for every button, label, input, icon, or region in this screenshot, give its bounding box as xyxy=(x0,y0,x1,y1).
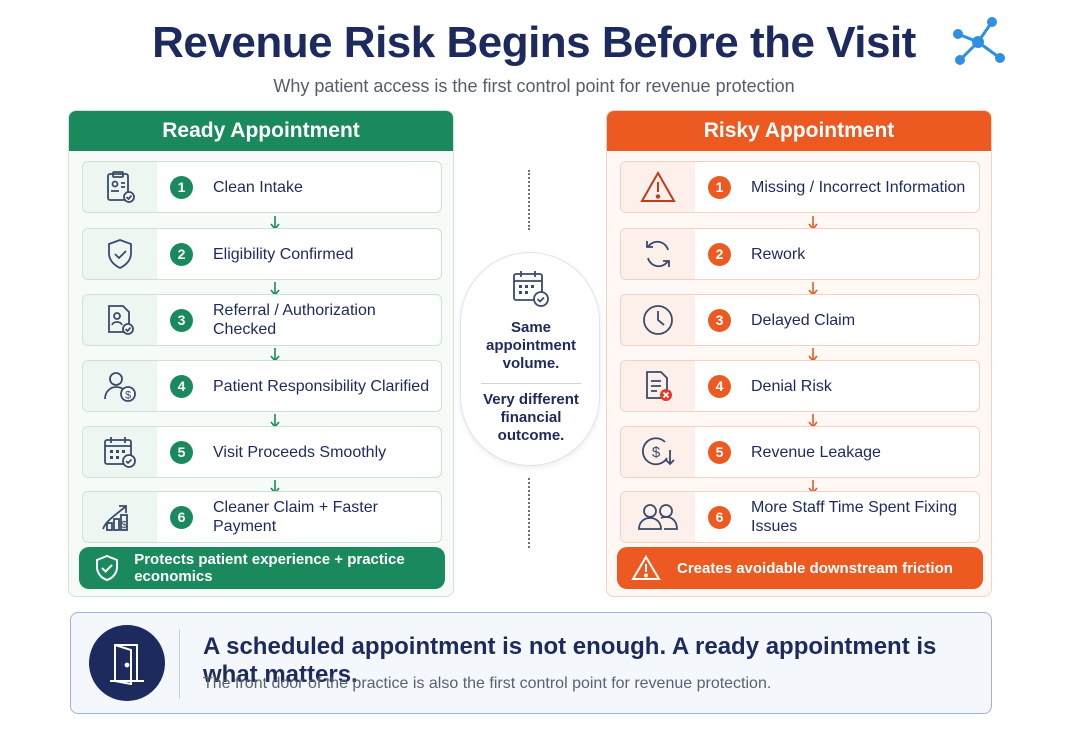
ready-step-1: 1 Clean Intake xyxy=(82,161,442,213)
clipboard-check-icon xyxy=(83,162,157,212)
svg-text:$: $ xyxy=(652,444,661,461)
warning-triangle-icon xyxy=(621,162,695,212)
ready-step-4: $ 4 Patient Responsibility Clarified xyxy=(82,360,442,412)
risky-step-5: $ 5 Revenue Leakage xyxy=(620,426,980,478)
refresh-cycle-icon xyxy=(621,229,695,279)
risky-footer-text: Creates avoidable downstream friction xyxy=(677,559,953,577)
step-label: Referral / Authorization Checked xyxy=(213,302,376,338)
banner-subtext: The front door of the practice is also t… xyxy=(203,675,772,692)
svg-text:$: $ xyxy=(121,520,127,531)
step-number: 3 xyxy=(170,309,193,332)
warning-triangle-icon xyxy=(631,554,671,582)
dollar-down-icon: $ xyxy=(621,427,695,477)
center-bottom-text: Very different financial outcome. xyxy=(483,391,579,444)
open-door-icon xyxy=(89,625,165,701)
bottom-message-banner: A scheduled appointment is not enough. A… xyxy=(70,612,992,714)
step-number: 2 xyxy=(708,243,731,266)
step-number: 6 xyxy=(170,506,193,529)
step-number: 1 xyxy=(170,176,193,199)
step-label: Eligibility Confirmed xyxy=(213,245,354,263)
page-title: Revenue Risk Begins Before the Visit xyxy=(152,18,916,67)
ready-footer-text: Protects patient experience + practice e… xyxy=(134,551,405,585)
calendar-check-icon xyxy=(513,271,549,307)
center-top-text: Same appointment volume. xyxy=(486,319,576,372)
step-number: 4 xyxy=(708,375,731,398)
step-label: Visit Proceeds Smoothly xyxy=(213,443,387,461)
person-dollar-icon: $ xyxy=(83,361,157,411)
clock-icon xyxy=(621,295,695,345)
banner-headline: A scheduled appointment is not enough. A… xyxy=(203,633,937,688)
ready-step-6: $ 6 Cleaner Claim + Faster Payment xyxy=(82,491,442,543)
step-number: 5 xyxy=(708,441,731,464)
step-number: 2 xyxy=(170,243,193,266)
center-comparison-oval: Same appointment volume. Very different … xyxy=(460,252,600,466)
step-label: Cleaner Claim + Faster Payment xyxy=(213,499,378,535)
risky-panel-title: Risky Appointment xyxy=(607,111,991,151)
step-label: Delayed Claim xyxy=(751,311,856,329)
risky-step-1: 1 Missing / Incorrect Information xyxy=(620,161,980,213)
step-number: 6 xyxy=(708,506,731,529)
risky-step-4: 4 Denial Risk xyxy=(620,360,980,412)
ready-footer-banner: Protects patient experience + practice e… xyxy=(79,547,445,589)
ready-appointment-panel: Ready Appointment 1 Clean Intake 2 Eligi… xyxy=(68,110,454,597)
step-label: Revenue Leakage xyxy=(751,443,881,461)
step-label: Patient Responsibility Clarified xyxy=(213,377,430,395)
calendar-check-icon xyxy=(83,427,157,477)
step-label: Clean Intake xyxy=(213,178,303,196)
center-divider xyxy=(481,383,581,384)
ready-panel-title: Ready Appointment xyxy=(69,111,453,151)
vertical-dotted-divider xyxy=(528,478,530,548)
step-number: 3 xyxy=(708,309,731,332)
growth-chart-dollar-icon: $ xyxy=(83,492,157,542)
page-subtitle: Why patient access is the first control … xyxy=(273,76,795,96)
shield-check-icon xyxy=(83,229,157,279)
step-number: 1 xyxy=(708,176,731,199)
ready-step-2: 2 Eligibility Confirmed xyxy=(82,228,442,280)
step-label: Denial Risk xyxy=(751,377,832,395)
ready-step-5: 5 Visit Proceeds Smoothly xyxy=(82,426,442,478)
step-label: More Staff Time Spent Fixing Issues xyxy=(751,499,958,535)
step-label: Missing / Incorrect Information xyxy=(751,178,966,196)
risky-appointment-panel: Risky Appointment 1 Missing / Incorrect … xyxy=(606,110,992,597)
document-x-icon xyxy=(621,361,695,411)
step-number: 5 xyxy=(170,441,193,464)
banner-divider xyxy=(179,629,180,699)
shield-check-icon xyxy=(93,554,128,582)
vertical-dotted-divider xyxy=(528,170,530,230)
document-user-check-icon xyxy=(83,295,157,345)
risky-step-3: 3 Delayed Claim xyxy=(620,294,980,346)
risky-step-2: 2 Rework xyxy=(620,228,980,280)
risky-step-6: 6 More Staff Time Spent Fixing Issues xyxy=(620,491,980,543)
staff-people-icon xyxy=(621,492,695,542)
risky-footer-banner: Creates avoidable downstream friction xyxy=(617,547,983,589)
step-number: 4 xyxy=(170,375,193,398)
step-label: Rework xyxy=(751,245,806,263)
ready-step-3: 3 Referral / Authorization Checked xyxy=(82,294,442,346)
svg-text:$: $ xyxy=(125,390,131,402)
network-molecule-icon xyxy=(953,17,1005,65)
